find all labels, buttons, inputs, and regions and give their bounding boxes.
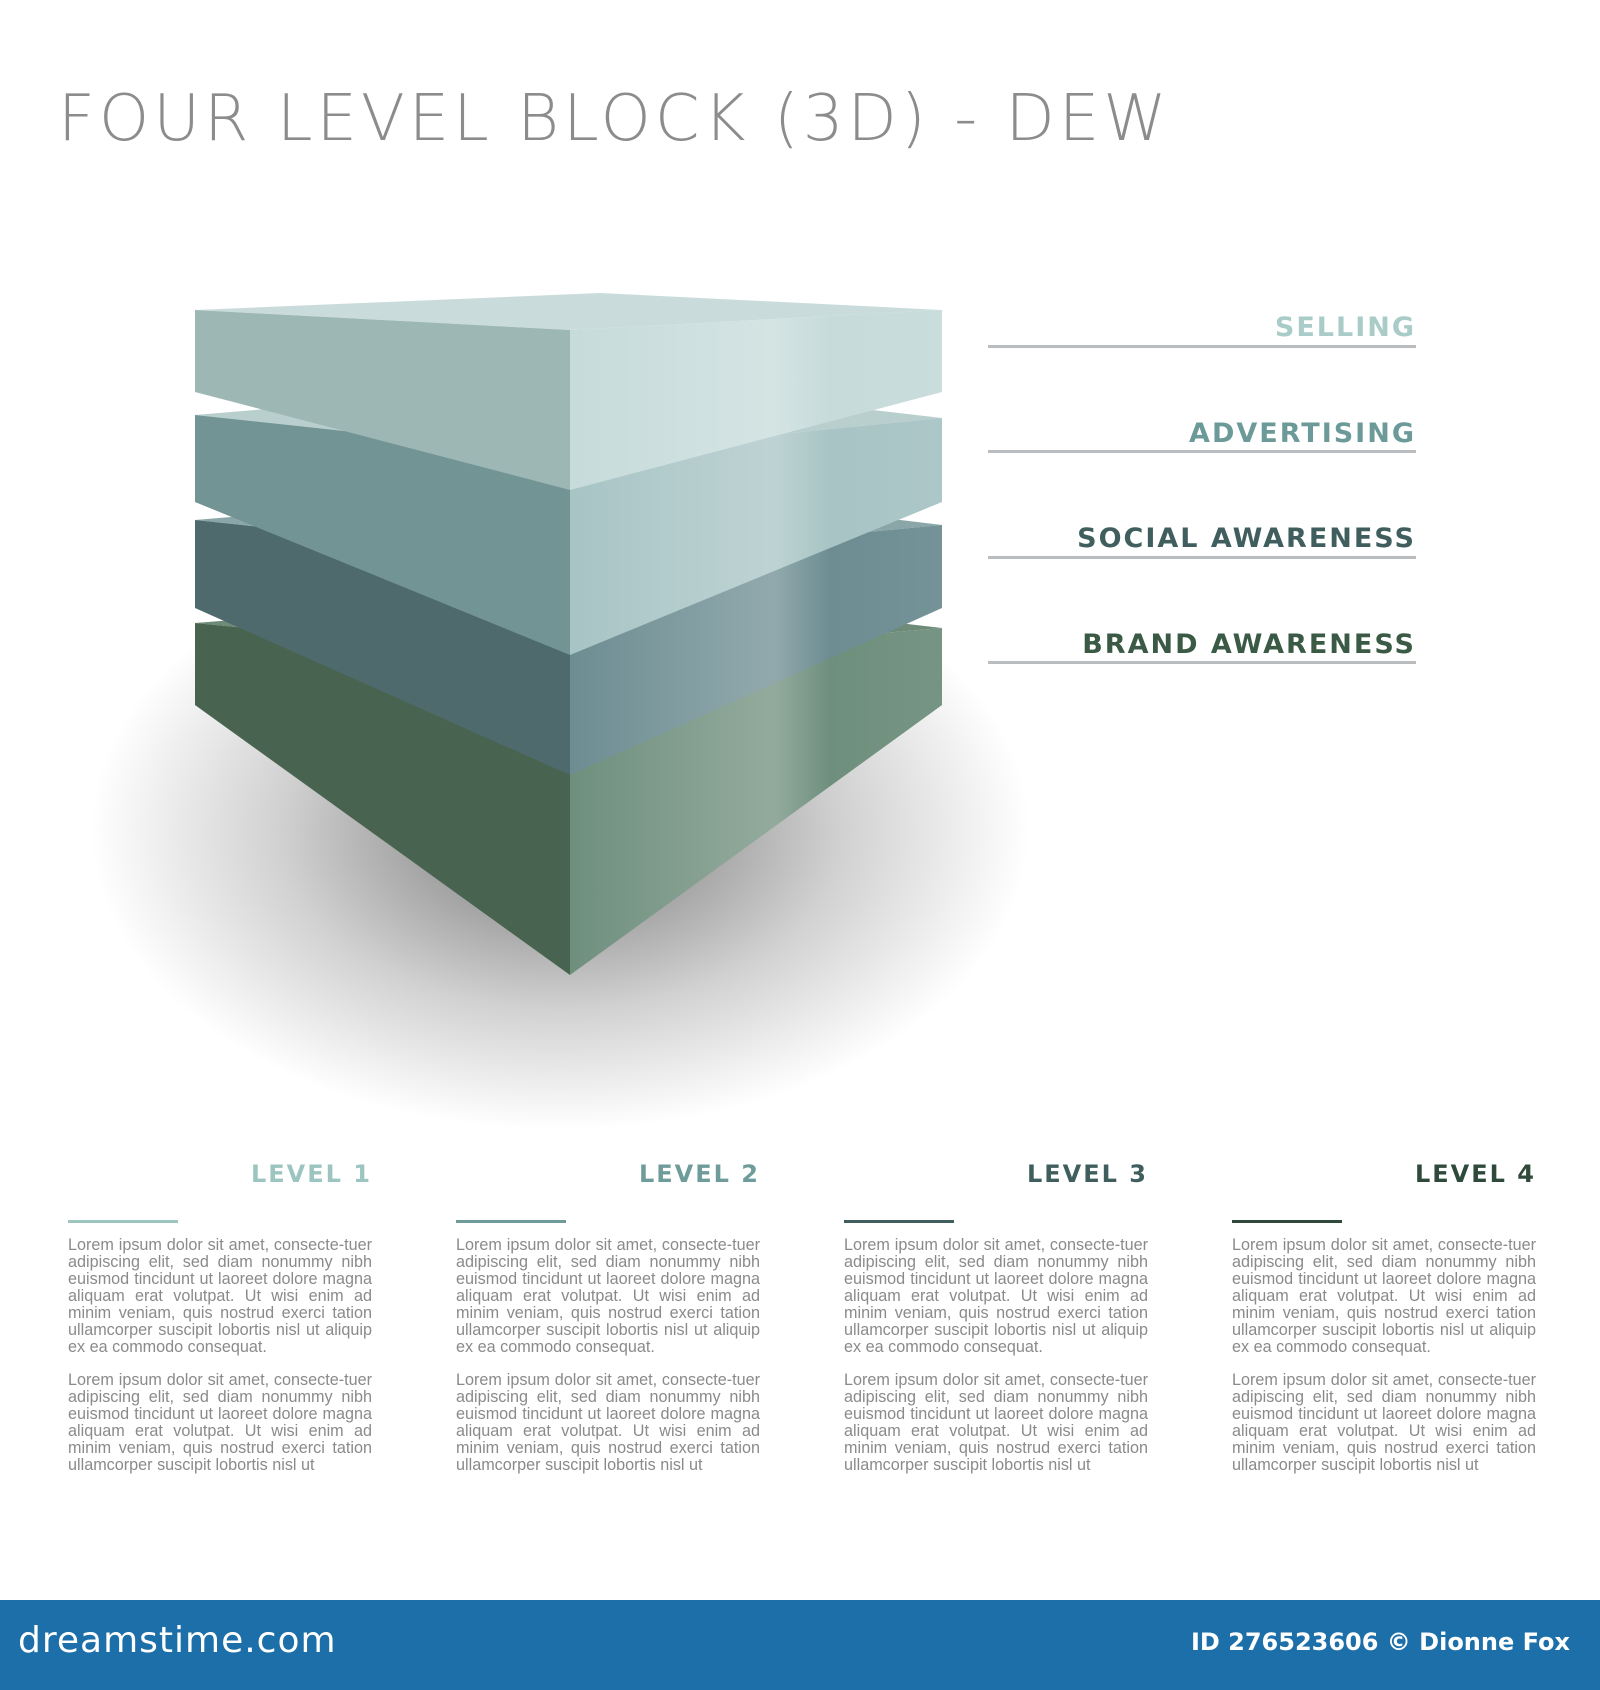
level-3-paragraph-1: Lorem ipsum dolor sit amet, consecte-tue… bbox=[844, 1236, 1148, 1356]
level-1-paragraph-1: Lorem ipsum dolor sit amet, consecte-tue… bbox=[68, 1236, 372, 1356]
level-2-paragraph-1: Lorem ipsum dolor sit amet, consecte-tue… bbox=[456, 1236, 760, 1356]
level-4-title: LEVEL 4 bbox=[1414, 1160, 1536, 1188]
level-3-paragraph-2: Lorem ipsum dolor sit amet, consecte-tue… bbox=[844, 1371, 1148, 1474]
level-2-title: LEVEL 2 bbox=[638, 1160, 760, 1188]
layer-selling-sheen bbox=[570, 310, 942, 490]
level-4-paragraph-1: Lorem ipsum dolor sit amet, consecte-tue… bbox=[1232, 1236, 1536, 1356]
layer-label-social-awareness: SOCIAL AWARENESS bbox=[1077, 523, 1416, 554]
level-1-paragraph-2: Lorem ipsum dolor sit amet, consecte-tue… bbox=[68, 1371, 372, 1474]
layer-rule-advertising bbox=[988, 450, 1416, 453]
layer-label-selling: SELLING bbox=[1274, 312, 1416, 343]
level-1-column: LEVEL 1 Lorem ipsum dolor sit amet, cons… bbox=[68, 1160, 372, 1490]
level-4-rule bbox=[1232, 1220, 1342, 1223]
footer-credit: ID 276523606 © Dionne Fox bbox=[1190, 1628, 1570, 1656]
level-3-column: LEVEL 3 Lorem ipsum dolor sit amet, cons… bbox=[844, 1160, 1148, 1490]
layer-label-advertising: ADVERTISING bbox=[1189, 418, 1416, 449]
footer-brand[interactable]: dreamstime.com bbox=[18, 1620, 337, 1661]
layer-rule-social-awareness bbox=[988, 556, 1416, 559]
layer-label-brand-awareness: BRAND AWARENESS bbox=[1082, 629, 1416, 660]
layer-selling bbox=[195, 293, 942, 490]
layer-advertising-sheen bbox=[570, 418, 942, 655]
level-3-title: LEVEL 3 bbox=[1026, 1160, 1148, 1188]
level-1-title: LEVEL 1 bbox=[250, 1160, 372, 1188]
layer-selling-top-face bbox=[195, 293, 942, 330]
level-2-rule bbox=[456, 1220, 566, 1223]
level-2-column: LEVEL 2 Lorem ipsum dolor sit amet, cons… bbox=[456, 1160, 760, 1490]
layer-rule-brand-awareness bbox=[988, 661, 1416, 664]
layer-rule-selling bbox=[988, 345, 1416, 348]
four-level-block-3d bbox=[90, 293, 1030, 1130]
footer-bar: dreamstime.com ID 276523606 © Dionne Fox bbox=[0, 1600, 1600, 1690]
level-2-paragraph-2: Lorem ipsum dolor sit amet, consecte-tue… bbox=[456, 1371, 760, 1474]
level-1-rule bbox=[68, 1220, 178, 1223]
level-4-paragraph-2: Lorem ipsum dolor sit amet, consecte-tue… bbox=[1232, 1371, 1536, 1474]
layer-selling-left-face bbox=[195, 310, 570, 490]
page-title: FOUR LEVEL BLOCK (3D) - DEW bbox=[58, 82, 1171, 156]
layer-advertising-left-face bbox=[195, 415, 570, 655]
level-3-rule bbox=[844, 1220, 954, 1223]
level-4-column: LEVEL 4 Lorem ipsum dolor sit amet, cons… bbox=[1232, 1160, 1536, 1490]
